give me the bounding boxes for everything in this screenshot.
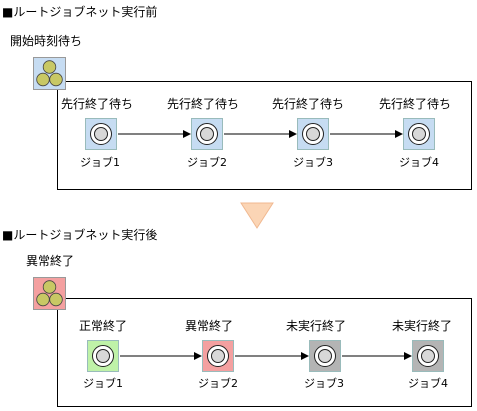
job-icon-1[interactable] — [85, 118, 117, 150]
job-name: ジョブ3 — [293, 156, 333, 169]
job-glyph-icon — [314, 345, 336, 367]
job-name: ジョブ3 — [304, 377, 344, 390]
jobnet-status-before: 開始時刻待ち — [10, 34, 83, 48]
jobnet-balls-icon — [36, 280, 63, 307]
job-status: 先行終了待ち — [271, 97, 344, 111]
job-status: 先行終了待ち — [378, 97, 451, 111]
section-title-after: ■ルートジョブネット実行後 — [2, 228, 158, 242]
jobnet-icon-before[interactable] — [33, 57, 66, 90]
jobnet-frame-after — [57, 298, 472, 407]
job-glyph-icon — [207, 345, 229, 367]
job-name: ジョブ4 — [399, 156, 439, 169]
job-glyph-icon — [417, 345, 439, 367]
job-icon-3[interactable] — [309, 340, 341, 372]
job-status: 先行終了待ち — [166, 97, 239, 111]
job-status: 未実行終了 — [391, 319, 452, 333]
jobnet-balls-icon — [36, 60, 63, 87]
job-status: 先行終了待ち — [60, 97, 133, 111]
job-icon-2[interactable] — [202, 340, 234, 372]
jobnet-icon-after[interactable] — [33, 277, 66, 310]
job-glyph-icon — [196, 123, 218, 145]
job-icon-4[interactable] — [412, 340, 444, 372]
jobnet-status-after: 異常終了 — [26, 254, 75, 268]
job-icon-3[interactable] — [297, 118, 329, 150]
job-name: ジョブ4 — [408, 377, 448, 390]
job-status: 未実行終了 — [285, 319, 346, 333]
job-name: ジョブ2 — [187, 156, 227, 169]
job-glyph-icon — [408, 123, 430, 145]
job-icon-4[interactable] — [403, 118, 435, 150]
job-icon-2[interactable] — [191, 118, 223, 150]
job-status: 正常終了 — [78, 319, 127, 333]
job-glyph-icon — [302, 123, 324, 145]
job-status: 異常終了 — [184, 319, 233, 333]
job-name: ジョブ1 — [80, 156, 120, 169]
transition-arrow-icon — [240, 202, 274, 229]
job-name: ジョブ2 — [198, 377, 238, 390]
job-glyph-icon — [92, 345, 114, 367]
section-title-before: ■ルートジョブネット実行前 — [2, 5, 158, 19]
job-glyph-icon — [90, 123, 112, 145]
job-name: ジョブ1 — [83, 377, 123, 390]
job-icon-1[interactable] — [87, 340, 119, 372]
